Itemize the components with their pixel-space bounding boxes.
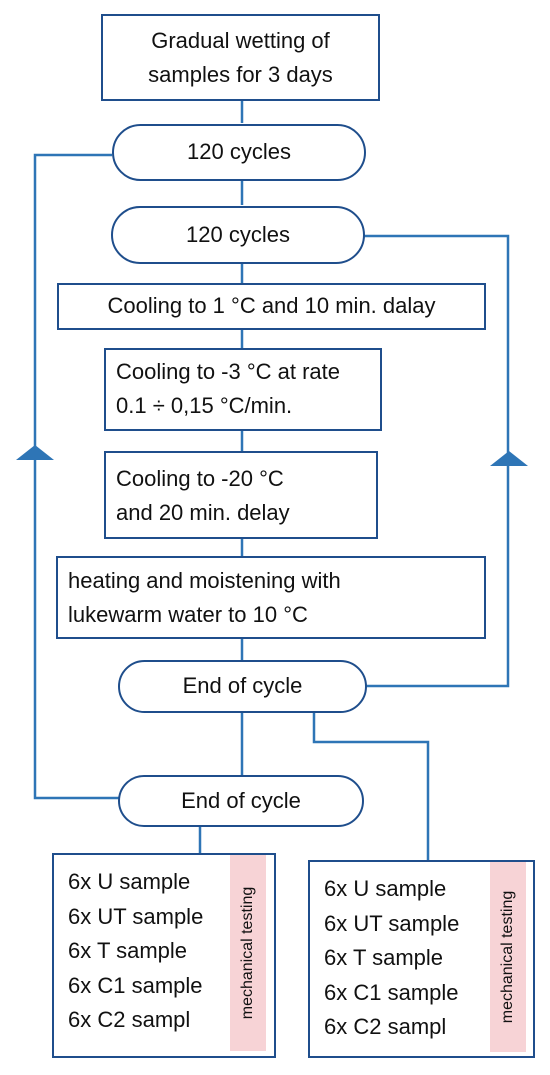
mechanical-testing-tag: mechanical testing — [490, 862, 526, 1052]
end-of-cycle-pill-left: End of cycle — [118, 775, 364, 827]
cycles-label: 120 cycles — [186, 222, 290, 247]
sample-item: 6x C1 sample — [68, 972, 203, 998]
heating-box: heating and moistening with lukewarm wat… — [56, 556, 486, 639]
cycles-pill-left-loop: 120 cycles — [112, 124, 366, 181]
sample-item: 6x U sample — [324, 876, 447, 901]
wetting-line-1: Gradual wetting of — [151, 28, 330, 53]
sample-item: 6x UT sample — [68, 903, 204, 929]
sample-item: 6x T sample — [68, 938, 188, 963]
cooling-minus20c-line-1: Cooling to -20 °C — [116, 466, 284, 491]
end-of-cycle-label: End of cycle — [182, 673, 303, 698]
wetting-line-2: samples for 3 days — [148, 62, 333, 87]
gradual-wetting-box: Gradual wetting of samples for 3 days — [101, 14, 380, 101]
cooling-minus20c-line-2: and 20 min. delay — [116, 500, 290, 525]
cooling-minus3c-box: Cooling to -3 °C at rate 0.1 ÷ 0,15 °C/m… — [104, 348, 382, 431]
arrow-up-left-icon — [16, 445, 54, 460]
samples-box-right: 6x U sample 6x UT sample 6x T sample 6x … — [308, 860, 535, 1058]
end-of-cycle-pill-right: End of cycle — [118, 660, 367, 713]
cooling-1c-box: Cooling to 1 °C and 10 min. dalay — [57, 283, 486, 330]
mechanical-testing-tag: mechanical testing — [230, 855, 266, 1051]
sample-item: 6x U sample — [68, 869, 191, 894]
connector-left-loop — [33, 153, 120, 800]
connector-end-to-samples-right — [312, 710, 430, 860]
mechanical-testing-label: mechanical testing — [498, 890, 516, 1024]
cooling-minus20c-box: Cooling to -20 °C and 20 min. delay — [104, 451, 378, 539]
sample-item: 6x C2 sampl — [68, 1007, 191, 1032]
heating-line-1: heating and moistening with — [68, 568, 341, 593]
sample-item: 6x T sample — [324, 945, 444, 970]
sample-item: 6x UT sample — [324, 910, 460, 936]
cooling-minus3c-line-1: Cooling to -3 °C at rate — [116, 359, 341, 384]
mechanical-testing-label: mechanical testing — [238, 886, 256, 1020]
end-of-cycle-label: End of cycle — [181, 788, 301, 813]
arrow-up-right-icon — [490, 451, 528, 466]
cooling-1c-label: Cooling to 1 °C and 10 min. dalay — [107, 293, 436, 318]
samples-box-left: 6x U sample 6x UT sample 6x T sample 6x … — [52, 853, 276, 1058]
cycles-label: 120 cycles — [187, 139, 291, 164]
sample-item: 6x C2 sampl — [324, 1014, 447, 1039]
cooling-minus3c-line-2: 0.1 ÷ 0,15 °C/min. — [116, 393, 293, 418]
cycles-pill-right-loop: 120 cycles — [111, 206, 365, 264]
heating-line-2: lukewarm water to 10 °C — [68, 602, 308, 627]
sample-item: 6x C1 sample — [324, 979, 459, 1005]
